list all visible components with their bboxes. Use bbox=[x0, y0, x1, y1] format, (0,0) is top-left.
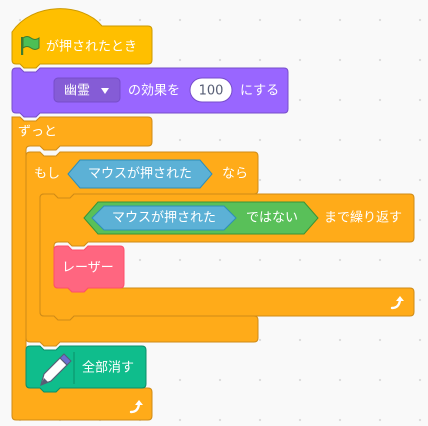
forever-block[interactable]: ずっと bbox=[11, 116, 153, 421]
effect-dropdown[interactable]: 幽霊 bbox=[53, 77, 121, 103]
custom-block-label: レーザー bbox=[62, 261, 114, 276]
repeat-suffix: まで繰り返す bbox=[324, 211, 402, 226]
loop-arrow-icon bbox=[390, 296, 404, 310]
chevron-down-icon bbox=[101, 88, 109, 94]
if-condition-label: マウスが押された bbox=[88, 167, 192, 182]
mouse-down-condition[interactable]: マウスが押された bbox=[67, 159, 213, 189]
effect-dropdown-label: 幽霊 bbox=[64, 84, 90, 99]
pen-icon bbox=[40, 353, 72, 387]
when-flag-clicked-block[interactable]: が押されたとき bbox=[11, 8, 153, 69]
effect-value-input[interactable]: 100 bbox=[189, 77, 233, 103]
if-prefix: もし bbox=[34, 167, 60, 182]
pen-block-label: 全部消す bbox=[82, 360, 134, 376]
mouse-down-condition-inner[interactable]: マウスが押された bbox=[91, 205, 237, 231]
effect-middle-text: の効果を bbox=[128, 84, 180, 99]
pen-clear-block[interactable]: 全部消す bbox=[25, 345, 147, 393]
if-suffix: なら bbox=[222, 167, 248, 182]
hat-label: が押されたとき bbox=[46, 40, 137, 55]
not-operator[interactable]: マウスが押された ではない bbox=[83, 201, 319, 235]
custom-laser-block[interactable]: レーザー bbox=[53, 245, 125, 293]
repeat-inner-label: マウスが押された bbox=[112, 211, 216, 226]
if-then-block[interactable]: もし マウスが押された なら bbox=[25, 151, 259, 347]
effect-value: 100 bbox=[199, 84, 224, 99]
loop-arrow-icon bbox=[129, 400, 143, 414]
forever-label: ずっと bbox=[18, 125, 57, 140]
effect-suffix-text: にする bbox=[240, 84, 279, 99]
repeat-until-block[interactable]: マウスが押された ではない まで繰り返す bbox=[39, 193, 415, 321]
not-label: ではない bbox=[246, 211, 298, 226]
set-effect-block[interactable]: 幽霊 の効果を 100 にする bbox=[11, 67, 289, 118]
green-flag-icon bbox=[21, 36, 40, 55]
